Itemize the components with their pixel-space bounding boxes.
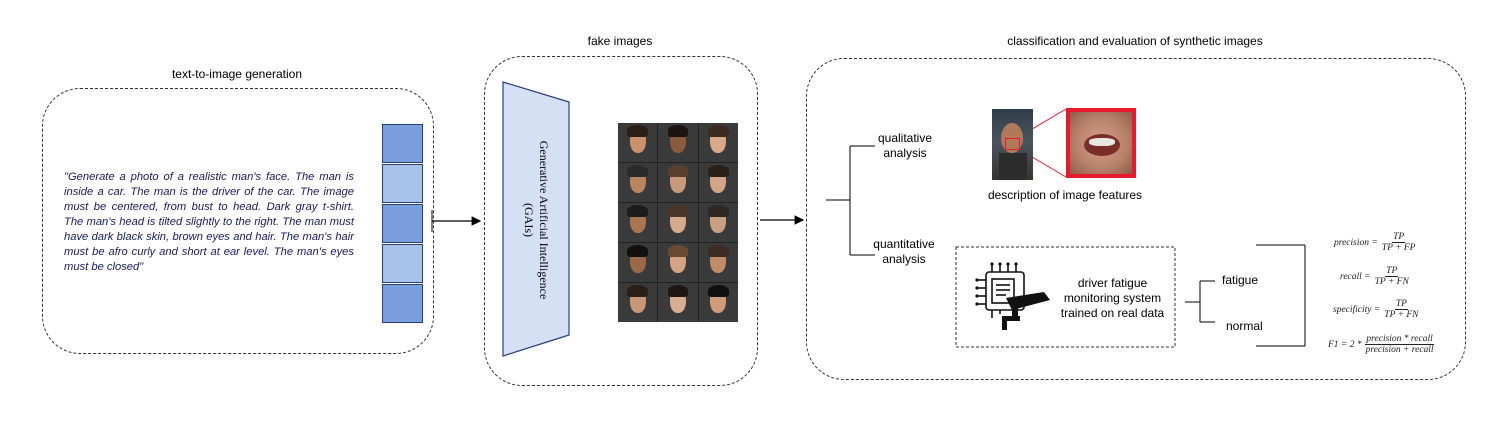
f1-num: precision * recall xyxy=(1365,334,1434,345)
generated-face-image xyxy=(658,163,698,202)
fake-images-grid xyxy=(618,123,738,322)
generated-face-image xyxy=(618,163,658,202)
generated-face-image xyxy=(698,283,738,322)
qualitative-line2: analysis xyxy=(883,146,927,160)
generated-face-image xyxy=(618,203,658,242)
generated-face-image xyxy=(698,243,738,282)
recall-num: TP xyxy=(1385,266,1399,277)
quantitative-line2: analysis xyxy=(882,252,926,266)
embedding-stack xyxy=(382,124,423,323)
generated-face-image xyxy=(618,123,658,162)
specificity-den: TP + FN xyxy=(1384,310,1419,320)
precision-lhs: precision = xyxy=(1334,237,1378,248)
embedding-cell xyxy=(382,124,423,163)
specificity-lhs: specificity = xyxy=(1333,304,1381,315)
image-features-caption: description of image features xyxy=(987,188,1143,202)
generated-face-image xyxy=(658,243,698,282)
precision-den: TP + FP xyxy=(1381,243,1416,253)
qualitative-line1: qualitative xyxy=(877,131,933,145)
generated-face-image xyxy=(698,123,738,162)
prompt-text: "Generate a photo of a realistic man's f… xyxy=(64,171,354,273)
monitoring-camera-chip-icon xyxy=(975,262,1050,330)
f1-den: precision + recall xyxy=(1365,345,1434,355)
generated-face-image xyxy=(698,163,738,202)
recall-lhs: recall = xyxy=(1340,271,1371,282)
fake-images-container xyxy=(484,56,758,386)
monitoring-system-label: driver fatigue monitoring system trained… xyxy=(1050,276,1175,321)
generated-face-image xyxy=(658,203,698,242)
gai-block xyxy=(502,81,570,357)
quantitative-analysis-label: quantitative analysis xyxy=(862,237,946,267)
gai-label: Generative Artificial Intelligence (GAIs… xyxy=(436,141,636,300)
specificity-num: TP xyxy=(1394,299,1408,310)
section-title-text-to-image: text-to-image generation xyxy=(171,67,303,81)
output-fatigue-label: fatigue xyxy=(1222,273,1259,287)
precision-num: TP xyxy=(1392,232,1406,243)
generated-face-image xyxy=(618,243,658,282)
monitoring-system-box xyxy=(955,246,1176,348)
embedding-cell xyxy=(382,204,423,243)
generated-face-image xyxy=(658,283,698,322)
monitoring-line1: driver fatigue xyxy=(1077,276,1148,290)
qualitative-analysis-label: qualitative analysis xyxy=(864,131,946,161)
gai-label-line2: (GAIs) xyxy=(522,203,536,237)
classification-container xyxy=(806,58,1466,380)
recall-den: TP + FN xyxy=(1374,277,1409,287)
section-title-classification: classification and evaluation of synthet… xyxy=(1007,34,1263,48)
embedding-cell xyxy=(382,284,423,323)
embedding-cell xyxy=(382,244,423,283)
generated-face-image xyxy=(658,123,698,162)
zoomed-mouth-image xyxy=(1066,108,1136,178)
f1-lhs: F1 = 2 * xyxy=(1328,339,1362,350)
quantitative-line1: quantitative xyxy=(873,237,935,251)
output-normal-label: normal xyxy=(1226,319,1263,333)
section-title-fake-images: fake images xyxy=(587,34,653,48)
generated-face-image xyxy=(698,203,738,242)
sample-driver-image xyxy=(992,109,1033,180)
gai-label-line1: Generative Artificial Intelligence xyxy=(537,140,551,300)
generated-face-image xyxy=(618,283,658,322)
monitoring-line3: trained on real data xyxy=(1060,306,1165,320)
monitoring-line2: monitoring system xyxy=(1063,291,1162,305)
embedding-cell xyxy=(382,164,423,203)
